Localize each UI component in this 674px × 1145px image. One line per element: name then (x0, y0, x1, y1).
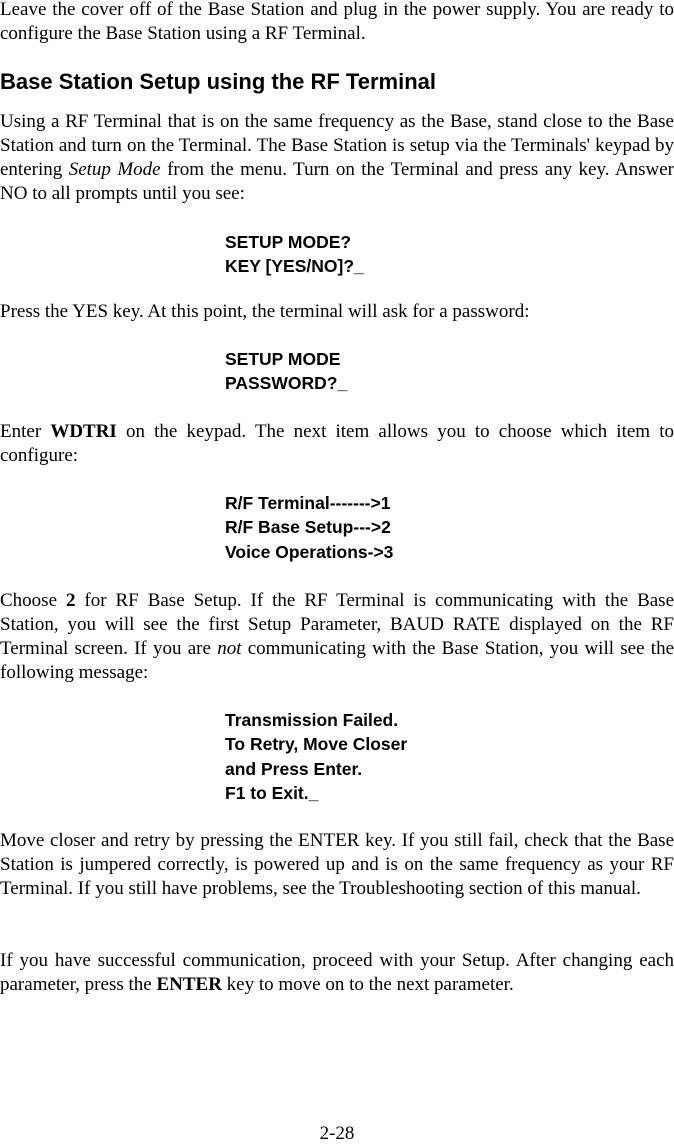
terminal-line: Voice Operations->3 (225, 541, 394, 562)
text: for RF Base Setup. If the RF Terminal is… (0, 590, 674, 659)
text: key to move on to the next parameter. (221, 974, 514, 995)
terminal-line: F1 to Exit._ (225, 782, 319, 803)
terminal-line: SETUP MODE (225, 349, 341, 369)
terminal-line: Transmission Failed. (225, 710, 399, 730)
intro-paragraph: Leave the cover off of the Base Station … (0, 0, 674, 44)
text: Choose (0, 590, 66, 611)
bold-text: 2 (65, 590, 76, 611)
terminal-display-setup-mode: SETUP MODE? KEY [YES/NO]?_ (225, 230, 364, 279)
bold-text: ENTER (156, 974, 222, 995)
paragraph-retry: Move closer and retry by pressing the EN… (0, 830, 674, 899)
terminal-display-password: SETUP MODE PASSWORD?_ (225, 347, 347, 396)
paragraph-choose-2: Choose 2 for RF Base Setup. If the RF Te… (0, 589, 674, 685)
paragraph-setup-intro: Using a RF Terminal that is on the same … (0, 110, 674, 206)
terminal-line: and Press Enter. (225, 758, 363, 779)
text: Enter (0, 421, 51, 442)
italic-text: not (217, 638, 242, 659)
text: on the keypad. The next item allows you … (0, 421, 674, 466)
terminal-line: PASSWORD?_ (225, 373, 348, 394)
terminal-line: SETUP MODE? (225, 232, 352, 252)
section-heading: Base Station Setup using the RF Terminal (0, 69, 436, 94)
terminal-display-menu: R/F Terminal------->1 R/F Base Setup--->… (225, 491, 393, 564)
terminal-line: To Retry, Move Closer (225, 734, 408, 755)
text: communicating with the Base Station, you… (0, 638, 674, 683)
text: from the menu. Turn on the Terminal and … (0, 159, 674, 204)
text: Using a RF Terminal that is on the same … (0, 111, 674, 180)
paragraph-press-yes: Press the YES key. At this point, the te… (0, 301, 530, 322)
text: If you have successful communication, pr… (0, 950, 674, 995)
terminal-line: KEY [YES/NO]?_ (225, 256, 364, 277)
terminal-display-failed: Transmission Failed. To Retry, Move Clos… (225, 708, 407, 805)
bold-text: WDTRI (50, 421, 117, 442)
paragraph-success: If you have successful communication, pr… (0, 949, 674, 997)
page-number: 2-28 (319, 1123, 355, 1144)
paragraph-enter-password: Enter WDTRI on the keypad. The next item… (0, 420, 674, 468)
italic-text: Setup Mode (68, 159, 161, 180)
terminal-line: R/F Terminal------->1 (225, 493, 391, 513)
terminal-line: R/F Base Setup--->2 (225, 517, 391, 538)
